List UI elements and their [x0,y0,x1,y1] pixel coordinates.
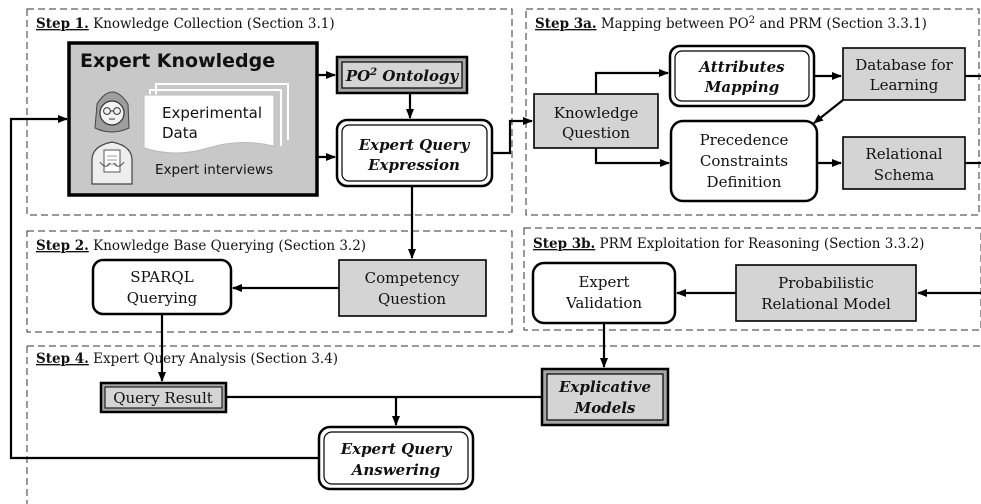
section-step-3a [525,8,980,216]
edge-answering-feedback-loop [9,115,319,460]
expert-knowledge-box: Expert Knowledge Experimental Data Exper… [67,41,319,197]
expert-validation-node: Expert Validation [531,261,677,325]
step-4-label: Step 4. Expert Query Analysis (Section 3… [36,351,338,367]
relational-schema-line2: Schema [874,166,934,184]
expert-knowledge-title: Expert Knowledge [80,50,275,72]
competency-question-line1: Competency [365,269,460,287]
competency-question-line2: Question [378,290,446,308]
attributes-mapping-node: Attributes Mapping [668,44,816,108]
knowledge-question-line1: Knowledge [554,104,639,122]
section-step-1 [26,8,513,216]
precedence-line1: Precedence [700,131,789,149]
prm-line2: Relational Model [761,295,891,313]
precedence-constraints-node: Precedence Constraints Definition [669,119,819,203]
edge-query-expression-to-knowledge-question [492,117,533,155]
section-step-2 [26,230,513,333]
database-for-learning-line2: Learning [870,76,939,94]
expert-interviews-label: Expert interviews [155,162,273,178]
prm-node: Probabilistic Relational Model [735,264,917,322]
po2-ontology-node: PO2 Ontology [335,55,469,95]
data-label: Data [162,124,198,142]
expert-validation-line2: Validation [565,294,642,312]
explicative-models-line1: Explicative [558,378,651,396]
step-1-label: Step 1. Knowledge Collection (Section 3.… [36,16,335,32]
precedence-line2: Constraints [700,152,788,170]
expert-query-expression-line1: Expert Query [358,136,471,154]
section-step-3b [523,227,981,331]
step-3b-label: Step 3b. PRM Exploitation for Reasoning … [533,236,924,252]
edge-database-to-precedence [813,99,844,124]
expert-person-icon [91,91,133,185]
step-2-label: Step 2. Knowledge Base Querying (Section… [36,238,366,254]
database-for-learning-line1: Database for [855,56,953,74]
po2-ontology-label: PO2 Ontology [345,67,460,85]
query-result-label: Query Result [113,389,213,407]
step-3a-label: Step 3a. Mapping between PO2 and PRM (Se… [535,15,927,32]
expert-query-expression-node: Expert Query Expression [335,118,494,188]
explicative-models-line2: Models [574,399,636,417]
knowledge-question-line2: Question [562,124,630,142]
query-result-node: Query Result [99,381,228,414]
precedence-line3: Definition [707,173,782,191]
expert-query-answering-line2: Answering [350,461,440,479]
expert-query-expression-line2: Expression [367,156,460,174]
expert-query-answering-node: Expert Query Answering [317,425,475,491]
document-stack-icon [143,83,289,154]
sparql-querying-line1: SPARQL [130,268,193,286]
knowledge-question-node: Knowledge Question [533,93,659,149]
explicative-models-node: Explicative Models [540,367,670,427]
sparql-querying-node: SPARQL Querying [91,258,233,316]
database-for-learning-node: Database for Learning [842,47,966,101]
section-step-4 [26,345,981,504]
attributes-mapping-line2: Mapping [704,78,779,96]
attributes-mapping-line1: Attributes [697,58,785,76]
edge-question-to-precedence [594,148,670,167]
relational-schema-line1: Relational [865,145,942,163]
expert-validation-line1: Expert [578,273,629,291]
edge-question-to-attributes [594,69,669,94]
expert-query-answering-line1: Expert Query [340,440,453,458]
prm-line1: Probabilistic [778,274,874,292]
competency-question-node: Competency Question [338,259,487,317]
experimental-label: Experimental [162,104,262,122]
sparql-querying-line2: Querying [127,289,198,307]
relational-schema-node: Relational Schema [842,136,966,190]
